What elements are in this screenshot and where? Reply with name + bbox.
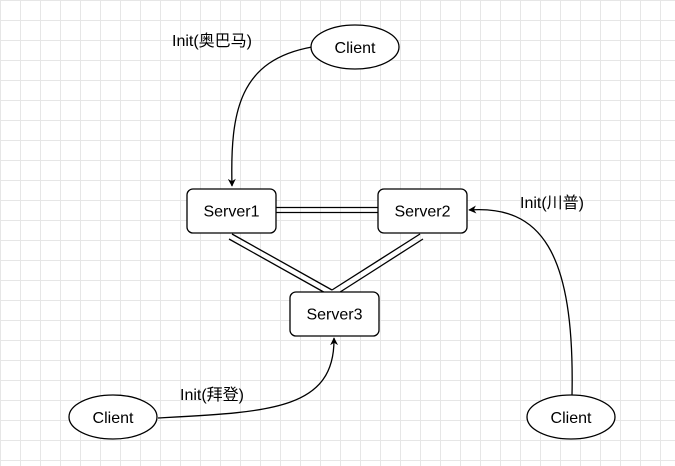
link-server1-server2[interactable] bbox=[276, 206, 378, 214]
arrow-client-bottom-right-to-server2[interactable] bbox=[468, 205, 573, 397]
client-top-label: Client bbox=[335, 40, 376, 57]
edge-label-init-biden: Init(拜登) bbox=[180, 386, 244, 404]
link-server2-server3[interactable] bbox=[331, 233, 424, 295]
arrow-client-top-to-server1[interactable] bbox=[227, 46, 313, 187]
server3-node[interactable]: Server3 bbox=[289, 291, 380, 337]
server2-label: Server2 bbox=[394, 204, 450, 221]
client-bottom-right-label: Client bbox=[551, 410, 592, 427]
link-server1-server3[interactable] bbox=[228, 233, 333, 296]
edge-label-init-trump: Init(川普) bbox=[520, 194, 584, 212]
client-top-node[interactable]: Client bbox=[310, 24, 400, 70]
server1-label: Server1 bbox=[203, 204, 259, 221]
server2-node[interactable]: Server2 bbox=[377, 188, 468, 234]
server3-label: Server3 bbox=[306, 307, 362, 324]
arrow-client-bottom-left-to-server3[interactable] bbox=[157, 337, 339, 419]
edge-label-init-obama: Init(奥巴马) bbox=[172, 32, 252, 50]
client-bottom-right-node[interactable]: Client bbox=[526, 394, 616, 440]
server1-node[interactable]: Server1 bbox=[186, 188, 277, 234]
client-bottom-left-node[interactable]: Client bbox=[68, 394, 158, 440]
client-bottom-left-label: Client bbox=[93, 410, 134, 427]
